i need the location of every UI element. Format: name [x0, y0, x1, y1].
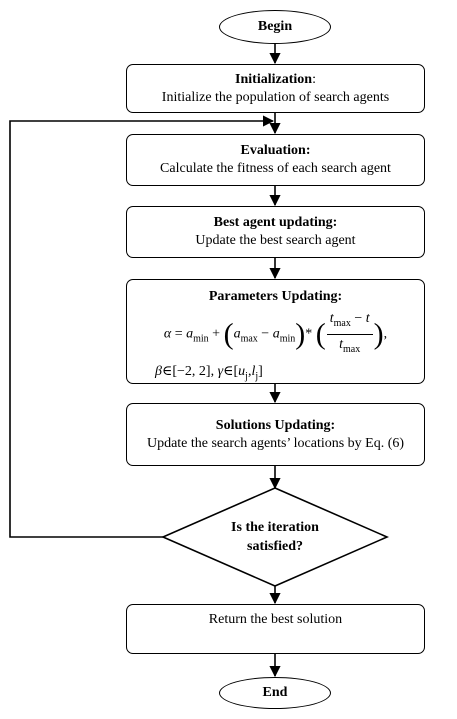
decision-line2: satisfied? [247, 539, 303, 554]
best-agent-heading: Best agent updating: [213, 215, 338, 230]
best-agent-box: Best agent updating: Update the best sea… [126, 206, 425, 258]
evaluation-box: Evaluation: Calculate the fitness of eac… [126, 134, 425, 186]
initialization-text: Initialize the population of search agen… [161, 89, 390, 105]
solutions-box: Solutions Updating: Update the search ag… [126, 403, 425, 466]
end-label: End [262, 685, 288, 700]
solutions-text: Update the search agents’ locations by E… [146, 435, 405, 451]
evaluation-text: Calculate the fitness of each search age… [160, 161, 391, 176]
beta-gamma-formula: β∈[−2, 2], γ∈[uj,lj] [155, 363, 263, 382]
initialization-box: Initialization: Initialize the populatio… [126, 64, 425, 113]
loop-back-arrow [9, 115, 275, 538]
decision-diamond [161, 487, 389, 587]
begin-node: Begin [219, 10, 331, 44]
begin-label: Begin [257, 19, 293, 34]
best-agent-text: Update the best search agent [195, 233, 356, 248]
return-box: Return the best solution [126, 604, 425, 654]
parameters-heading: Parameters Updating: [208, 289, 343, 304]
parameters-box: Parameters Updating: α = amin + (amax − … [126, 279, 425, 384]
end-node: End [219, 677, 331, 709]
return-text: Return the best solution [208, 612, 343, 627]
initialization-heading-colon: : [312, 71, 316, 87]
decision-label: Is the iteration satisfied? [195, 518, 355, 556]
decision-line1: Is the iteration [231, 520, 319, 535]
evaluation-heading: Evaluation: [240, 143, 311, 158]
solutions-heading: Solutions Updating: [215, 417, 336, 433]
initialization-heading: Initialization [235, 71, 313, 87]
